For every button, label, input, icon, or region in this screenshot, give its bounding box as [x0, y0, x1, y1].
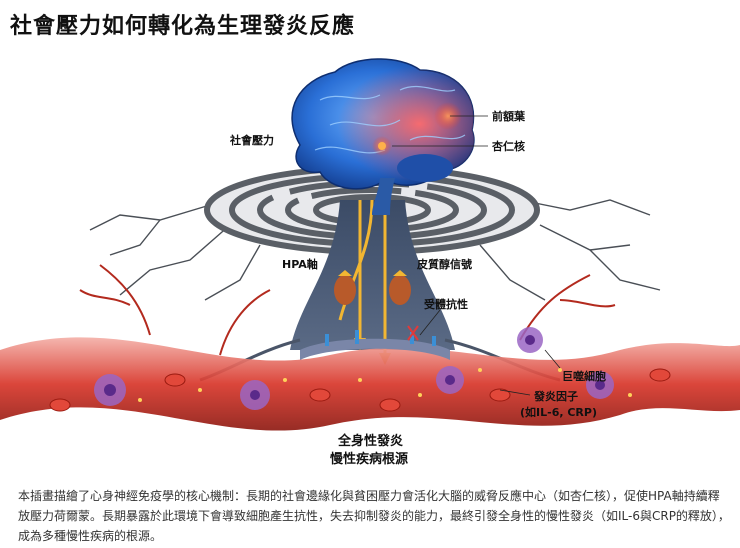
label-cortisol: 皮質醇信號 — [417, 258, 472, 271]
cytokines — [138, 368, 632, 402]
illustration-svg — [0, 58, 740, 431]
page-title: 社會壓力如何轉化為生理發炎反應 — [10, 14, 356, 39]
macrophages — [94, 327, 614, 410]
label-receptor: 受體抗性 — [424, 298, 468, 311]
blood-vessel — [0, 337, 740, 431]
hpa-trunk — [290, 200, 455, 350]
label-hpa: HPA軸 — [282, 258, 318, 271]
red-cells — [49, 368, 671, 412]
label-systemic: 全身性發炎 — [338, 434, 404, 449]
receptors — [325, 330, 436, 346]
label-prefrontal: 前額葉 — [492, 110, 525, 123]
label-macrophage: 巨噬細胞 — [562, 370, 606, 383]
label-amygdala: 杏仁核 — [492, 140, 525, 153]
label-cytokine-1: 發炎因子 — [534, 390, 578, 403]
illustration: 社會壓力 前額葉 杏仁核 HPA軸 皮質醇信號 受體抗性 巨噬細胞 發炎因子 (… — [0, 50, 740, 470]
adrenal-glands — [334, 270, 411, 305]
label-chronic: 慢性疾病根源 — [330, 452, 409, 467]
label-social-pressure: 社會壓力 — [230, 134, 274, 147]
cracks — [89, 199, 661, 301]
signal-arrows — [338, 199, 387, 355]
brain — [291, 58, 475, 215]
caption: 本插畫描繪了心身神經免疫學的核心機制：長期的社會邊緣化與貧困壓力會活化大腦的威脅… — [18, 489, 730, 543]
label-cytokine-2: (如IL-6, CRP) — [520, 406, 597, 419]
